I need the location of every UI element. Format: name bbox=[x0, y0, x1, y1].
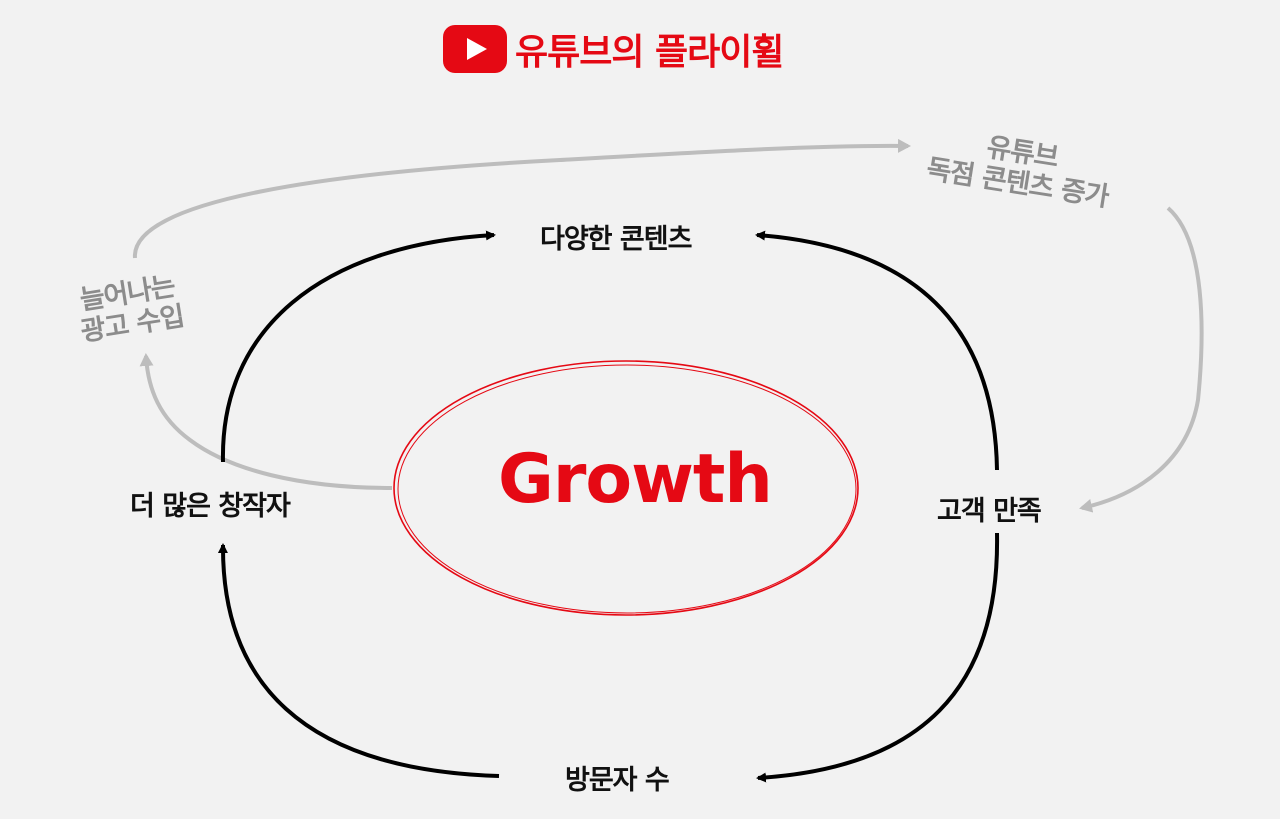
black-arrow-satisfaction-to-content bbox=[755, 230, 999, 471]
page-title: 유튜브의 플라이휠 bbox=[515, 32, 784, 73]
gray-arrow-to-exclusive-content bbox=[132, 138, 911, 259]
black-arrow-satisfaction-to-visitors bbox=[756, 532, 1000, 783]
youtube-play-icon bbox=[443, 25, 507, 73]
gray-arrow-to-ad-revenue bbox=[139, 353, 393, 490]
gray-arrow-to-satisfaction bbox=[1079, 206, 1204, 513]
black-arrow-creators-to-content bbox=[220, 230, 496, 463]
play-triangle-icon bbox=[467, 38, 487, 60]
node-visitors: 방문자 수 bbox=[565, 765, 670, 796]
node-customer-satisfaction: 고객 만족 bbox=[937, 496, 1042, 527]
black-arrow-visitors-to-creators bbox=[217, 543, 500, 778]
node-more-creators: 더 많은 창작자 bbox=[130, 491, 291, 522]
growth-label: Growth bbox=[498, 440, 773, 519]
growth-ellipse bbox=[393, 360, 859, 616]
header: 유튜브의 플라이휠 bbox=[443, 24, 784, 74]
node-diverse-content: 다양한 콘텐츠 bbox=[540, 224, 692, 255]
